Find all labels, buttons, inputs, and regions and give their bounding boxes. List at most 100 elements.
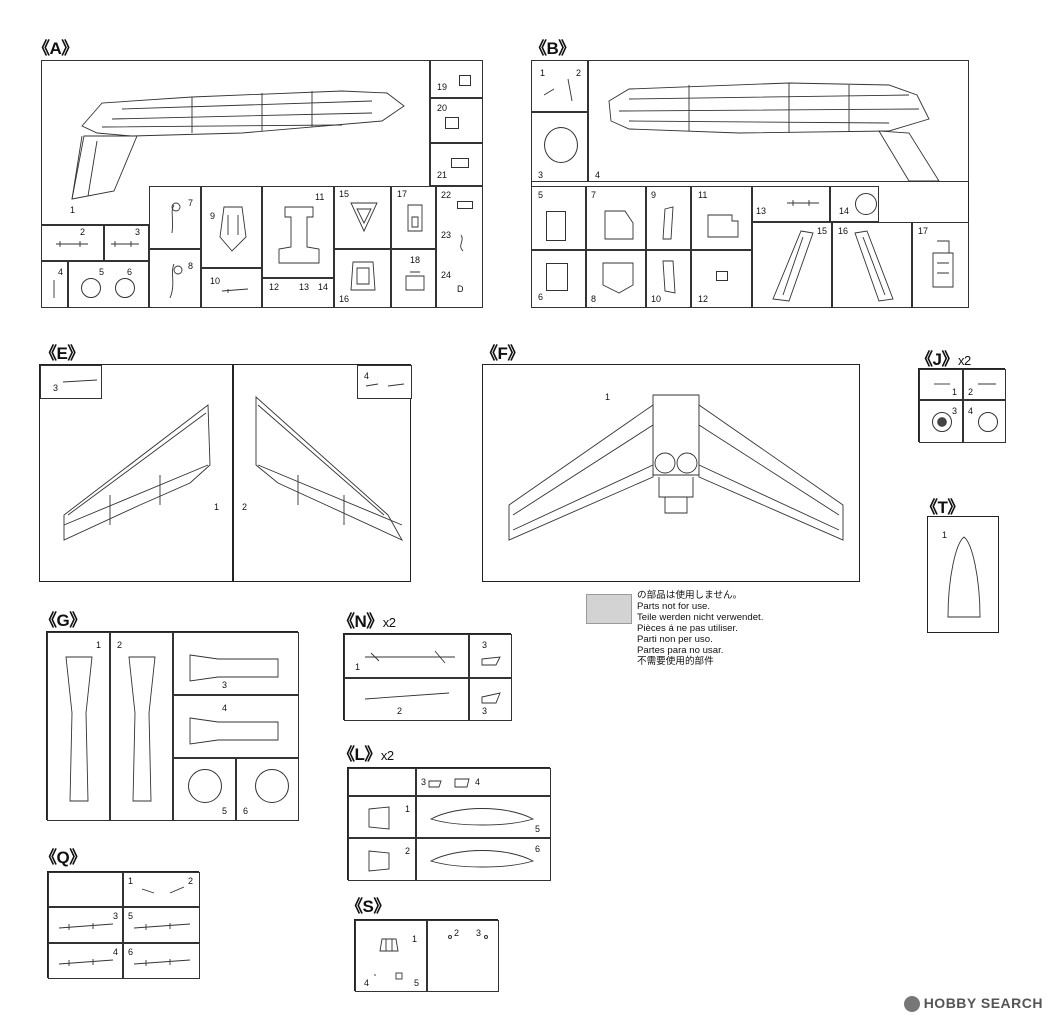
part-g3-label: 3 [222, 680, 228, 690]
part-s4-label: 4 [364, 978, 370, 988]
sprue-l-title: 《L》x2 [338, 745, 394, 764]
part-s2-label: 2 [454, 928, 460, 938]
part-q3-label: 3 [113, 911, 119, 921]
part-b3-shape [544, 127, 578, 163]
part-q1-2-shape [141, 886, 185, 894]
part-b5-cell: 5 [531, 186, 586, 250]
part-g4-label: 4 [222, 703, 228, 713]
part-b1-2-shape [543, 78, 573, 102]
part-q6-label: 6 [128, 947, 134, 957]
part-a11-shape [278, 206, 320, 264]
legend-line-ja: の部品は使用しません。 [637, 590, 743, 601]
part-q4-cell: 4 [48, 943, 123, 979]
part-g3-cell: 3 [173, 632, 299, 695]
part-l5-label: 5 [535, 824, 541, 834]
part-g5-label: 5 [222, 806, 228, 816]
part-e2-label: 2 [242, 502, 248, 512]
part-b9-shape [662, 206, 674, 240]
part-n3a-shape [481, 656, 501, 666]
sprue-t-title: 《T》 [921, 498, 964, 517]
part-b17-cell: 17 [912, 222, 969, 308]
part-a8-label: 8 [188, 261, 194, 271]
part-a2-shape [56, 241, 88, 247]
part-a21-label: 21 [437, 170, 448, 180]
part-a17-label: 17 [397, 189, 408, 199]
part-a21-cell: 21 [430, 143, 483, 186]
part-f1-cell: 1 [482, 364, 860, 582]
part-n3b-shape [481, 692, 501, 704]
part-a16-shape [350, 261, 376, 291]
part-l5-cell: 5 [416, 796, 551, 838]
part-q4-shape [58, 959, 114, 966]
part-g1-cell: 1 [47, 632, 110, 821]
part-n3a-cell: 3 [469, 634, 512, 678]
part-a4-shape [53, 280, 55, 298]
part-b14-shape [855, 193, 877, 215]
part-s1-shape [374, 938, 403, 980]
part-n1-shape [365, 650, 455, 664]
part-e1-label: 1 [214, 502, 220, 512]
part-t1-label: 1 [942, 530, 948, 540]
part-a2-label: 2 [80, 227, 86, 237]
part-n1-cell: 1 [344, 634, 469, 678]
part-l2-label: 2 [405, 846, 411, 856]
part-b14-label: 14 [839, 206, 850, 216]
part-t1-cell: 1 [927, 516, 999, 633]
part-a24-label: 24 [441, 270, 452, 280]
fuselage-left-drawing [71, 90, 405, 200]
sprue-a-title: 《A》 [33, 39, 78, 58]
sprue-f-title: 《F》 [481, 344, 524, 363]
wheel-a6-shape [115, 278, 135, 298]
part-e3-label: 3 [53, 383, 59, 393]
part-a9-label: 9 [210, 211, 216, 221]
part-s1-label: 1 [412, 934, 418, 944]
part-e4-label: 4 [364, 371, 370, 381]
part-j2-shape [978, 383, 996, 385]
exhaust-g5-shape [188, 769, 222, 803]
part-e4-cell: 4 [357, 365, 412, 399]
part-a7-shape [171, 202, 181, 234]
part-b15-label: 15 [817, 226, 828, 236]
part-a4-cell: 4 [41, 261, 68, 308]
sprue-s-title: 《S》 [346, 897, 390, 916]
part-l1-shape [368, 806, 390, 830]
wheel-a5-shape [81, 278, 101, 298]
part-l2-shape [368, 850, 390, 872]
legend-line-it: Parti non per uso. [637, 634, 713, 645]
part-a1-label: 1 [70, 205, 76, 215]
sprue-e-title: 《E》 [40, 344, 84, 363]
wing-right-drawing [255, 395, 404, 541]
part-b10-shape [662, 260, 676, 294]
part-a10-label: 10 [210, 276, 221, 286]
part-a20-label: 20 [437, 103, 448, 113]
part-q5-label: 5 [128, 911, 134, 921]
part-j1-cell: 1 [919, 369, 963, 400]
part-n1-label: 1 [355, 662, 361, 672]
part-g4-cell: 4 [173, 695, 299, 758]
part-s1-4-5-cell: 1 4 5 [355, 920, 427, 992]
part-j2-label: 2 [968, 387, 974, 397]
part-b5-label: 5 [538, 190, 544, 200]
part-g4-shape [189, 717, 279, 745]
part-b5-shape [546, 211, 566, 241]
part-q2-label: 2 [188, 876, 194, 886]
part-q5-shape [133, 923, 191, 930]
canopy-drawing [947, 536, 981, 618]
part-n2-shape [364, 692, 450, 700]
part-a14-label: 14 [318, 282, 329, 292]
part-a18-shape [405, 271, 425, 291]
part-a12-label: 12 [269, 282, 280, 292]
part-a13-label: 13 [299, 282, 310, 292]
part-a21-shape [451, 158, 469, 168]
part-a9-shape [219, 206, 247, 252]
part-a8-cell: 8 [149, 249, 201, 308]
exhaust-g6-shape [255, 769, 289, 803]
lower-wing-drawing [508, 394, 844, 541]
part-s2-shape [448, 935, 452, 939]
part-s5-label: 5 [414, 978, 420, 988]
part-q6-cell: 6 [123, 943, 200, 979]
part-a22-shape [457, 201, 473, 209]
part-b14-cell: 14 [830, 186, 879, 222]
part-a9-cell: 9 [201, 186, 262, 268]
